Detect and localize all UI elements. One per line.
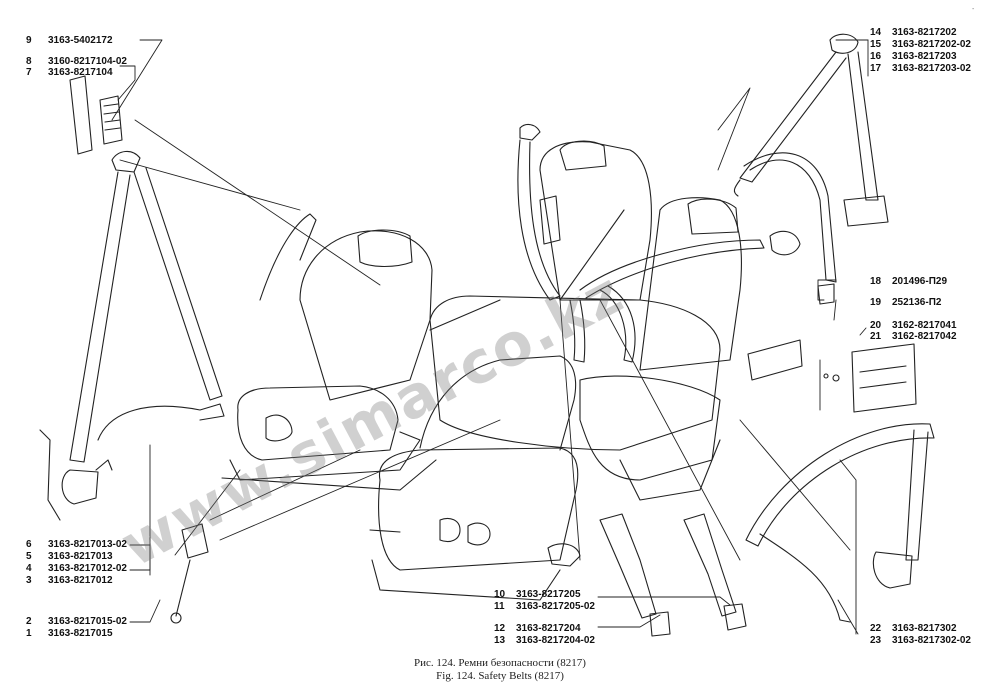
rear-belts <box>517 123 801 363</box>
figure-caption-en: Fig. 124. Safety Belts (8217) <box>436 670 564 682</box>
front-left-seat <box>221 213 437 491</box>
figure-caption-ru: Рис. 124. Ремни безопасности (8217) <box>414 657 586 669</box>
front-right-seat <box>369 355 579 601</box>
belt-assembly-lower-right <box>745 423 935 623</box>
anchor-plates <box>747 339 917 413</box>
buckle-stalk-left <box>170 523 209 624</box>
rear-seats <box>429 140 742 501</box>
belt-assembly-upper-right <box>733 33 889 305</box>
pillar-belt-left <box>39 75 225 521</box>
center-buckles <box>547 513 747 637</box>
corner-mark: - <box>972 6 975 13</box>
